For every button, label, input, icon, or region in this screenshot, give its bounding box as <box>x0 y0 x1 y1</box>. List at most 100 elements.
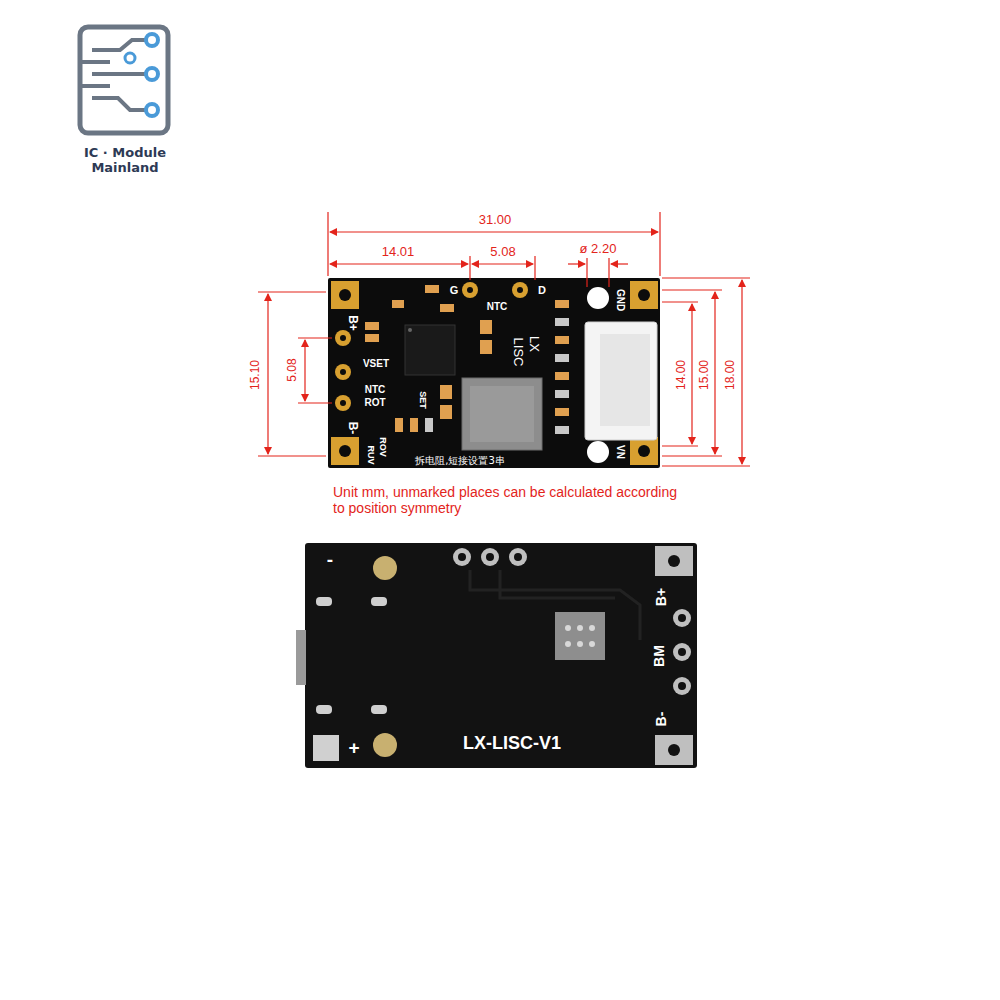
top-pcb <box>405 325 455 375</box>
bottom-pcb <box>678 614 686 622</box>
top-pcb <box>335 395 351 411</box>
bottom-pcb <box>678 648 686 656</box>
logo-icon <box>92 98 150 110</box>
pin-name: GND <box>614 289 626 311</box>
top-pcb <box>440 405 452 419</box>
top-pcb <box>555 426 569 434</box>
bottom-pcb <box>673 609 691 627</box>
dimension-lines <box>662 301 698 302</box>
top-pcb <box>328 278 660 468</box>
top-pcb <box>395 418 403 432</box>
pin-name: B+ <box>653 588 669 606</box>
top-pcb <box>638 289 650 301</box>
pin-name: D <box>538 284 546 297</box>
dimension-lines <box>267 294 268 454</box>
bottom-pcb <box>668 744 680 756</box>
board-name: LX-LISC-V1 <box>463 733 561 754</box>
dimension-lines <box>330 263 468 264</box>
pin-name: B+ <box>345 315 359 331</box>
dimension-lines <box>258 455 326 456</box>
silkscreen: ROT <box>364 397 385 409</box>
dimension-lines <box>691 304 692 444</box>
top-pcb <box>480 340 492 354</box>
logo-icon <box>80 27 168 133</box>
board-name: LX <box>527 336 542 352</box>
top-pcb <box>335 330 351 346</box>
top-pcb <box>331 281 359 309</box>
pin-name: BM <box>651 645 667 667</box>
dimension-lines <box>659 212 660 276</box>
bottom-pcb <box>316 597 332 606</box>
dimension-lines <box>662 465 750 466</box>
top-pcb <box>555 354 569 362</box>
top-pcb <box>339 445 351 457</box>
dimension: 18.00 <box>724 360 738 390</box>
top-pcb <box>425 418 433 432</box>
bottom-pcb <box>589 641 595 647</box>
top-pcb <box>555 372 569 380</box>
dimension: 5.08 <box>490 245 515 260</box>
bottom-pcb <box>296 543 697 768</box>
silkscreen: NTC <box>365 384 386 396</box>
logo-icon <box>80 27 168 133</box>
dimension: ø 2.20 <box>580 242 617 257</box>
board-name: LISC <box>511 338 526 367</box>
top-pcb <box>340 335 346 341</box>
dimension-lines <box>662 277 750 278</box>
bottom-pcb <box>678 682 686 690</box>
pin-name: NTC <box>487 301 508 313</box>
dimension-lines <box>568 263 585 264</box>
top-pcb <box>408 328 412 332</box>
dimension: 5.08 <box>286 358 300 381</box>
top-pcb <box>555 408 569 416</box>
top-pcb <box>555 336 569 344</box>
logo-icon <box>146 68 158 80</box>
pin-name: B- <box>345 422 359 435</box>
silkscreen: RUV <box>366 445 376 464</box>
dimension-lines <box>534 256 535 280</box>
top-pcb <box>555 318 569 326</box>
dimension-lines <box>304 340 305 401</box>
top-pcb <box>467 287 473 293</box>
top-pcb <box>392 300 404 308</box>
bottom-pcb <box>470 570 640 640</box>
bottom-pcb <box>371 705 387 714</box>
dimension-lines <box>330 231 658 232</box>
bottom-pcb <box>673 677 691 695</box>
logo-icon <box>146 104 158 116</box>
top-pcb <box>600 334 650 426</box>
bottom-pcb <box>655 735 693 765</box>
bottom-pcb <box>655 546 693 576</box>
bottom-pcb <box>589 625 595 631</box>
dimension-lines <box>611 263 628 264</box>
top-pcb <box>512 282 528 298</box>
bottom-pcb <box>316 705 332 714</box>
logo-text: IC · Module Mainland <box>75 146 175 176</box>
bottom-pcb <box>673 643 691 661</box>
note: 拆电阻,短接设置3串 <box>415 455 505 467</box>
bottom-pcb <box>481 548 499 566</box>
dimension-lines <box>258 291 326 292</box>
logo-icon <box>125 53 135 63</box>
top-pcb <box>555 300 569 308</box>
bottom-pcb <box>555 612 605 660</box>
logo-icon <box>80 62 110 86</box>
bottom-pcb <box>577 641 583 647</box>
top-pcb <box>462 282 478 298</box>
top-pcb <box>585 322 657 440</box>
top-pcb <box>410 418 418 432</box>
dimension-lines <box>298 337 332 338</box>
top-pcb <box>462 378 542 450</box>
dimension: 14.01 <box>382 245 415 260</box>
dimension: 14.00 <box>675 360 689 390</box>
dimension-lines <box>327 212 328 276</box>
dimension-lines <box>586 258 587 287</box>
dimension-lines <box>662 445 698 446</box>
logo-icon <box>92 72 150 76</box>
top-pcb <box>470 386 534 442</box>
bottom-pcb <box>486 553 494 561</box>
bottom-pcb <box>371 597 387 606</box>
top-pcb <box>340 400 346 406</box>
dimension: 15.10 <box>249 360 263 390</box>
